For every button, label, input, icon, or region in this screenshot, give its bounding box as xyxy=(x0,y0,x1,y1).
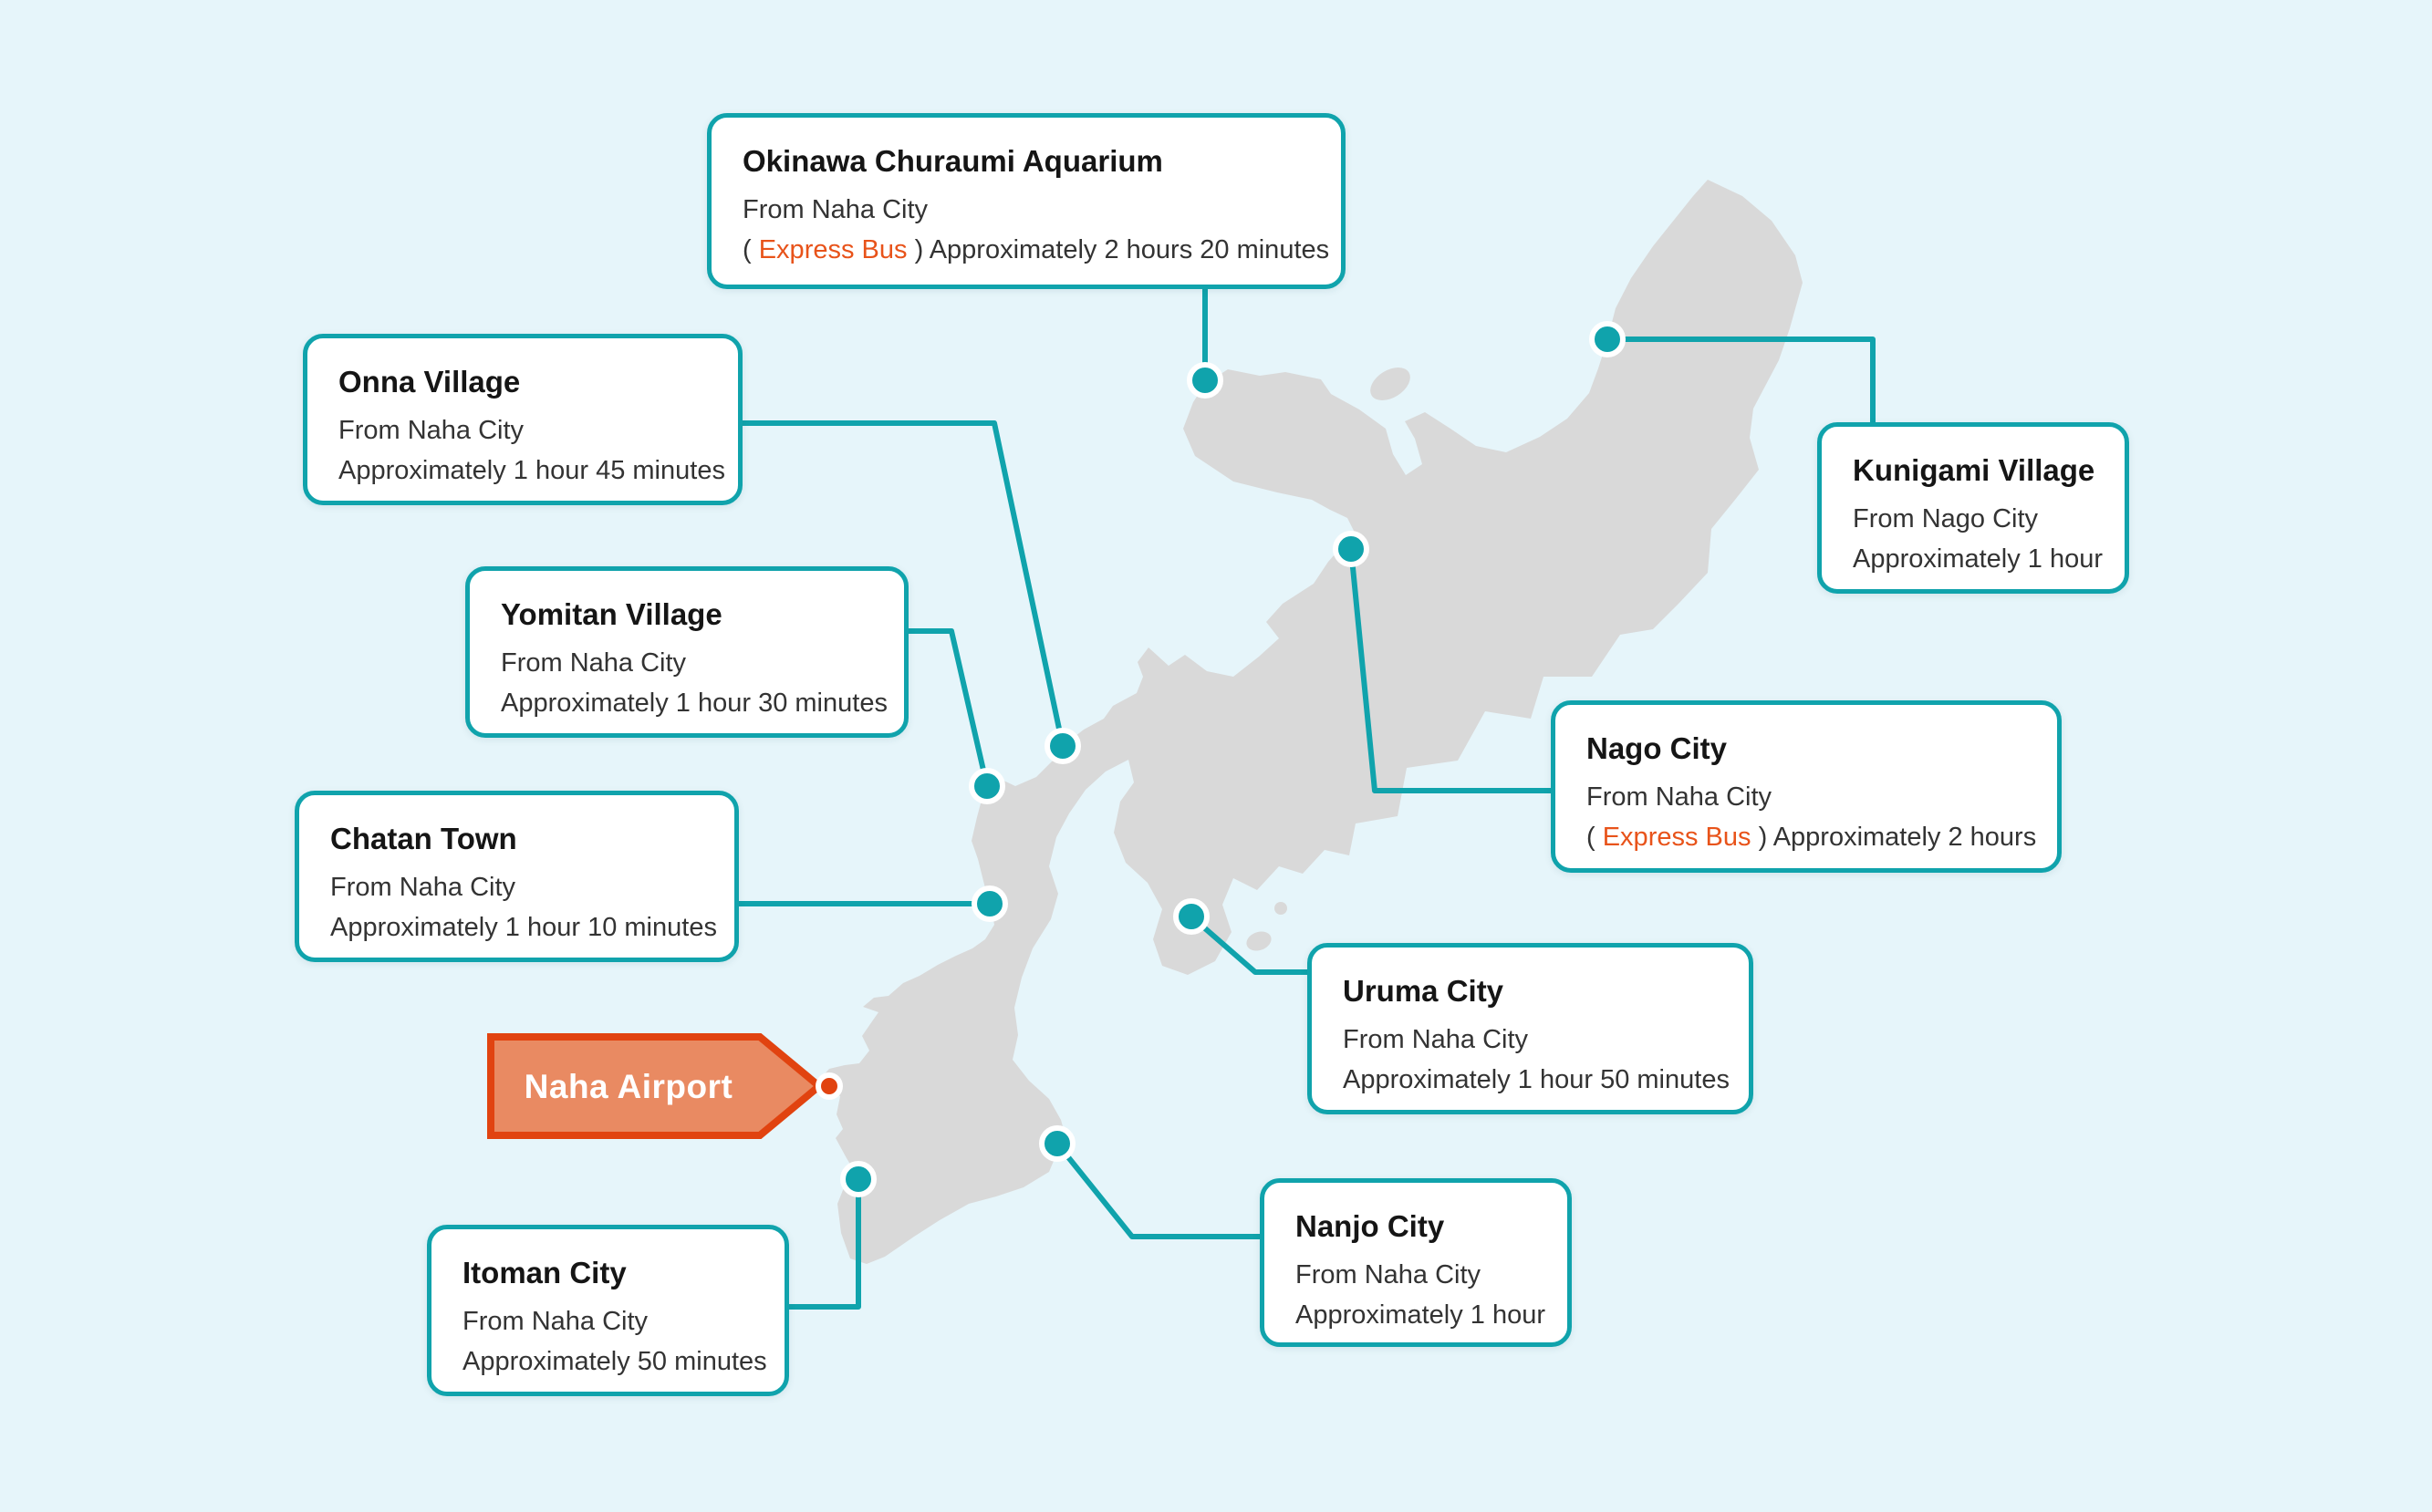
okinawa-island-shape xyxy=(820,180,1803,1264)
callout-from: From Naha City xyxy=(1586,782,1772,812)
small-island-shape-2 xyxy=(1274,902,1287,915)
callout-uruma-city: Uruma City From Naha City Approximately … xyxy=(1307,943,1753,1114)
airport-dot xyxy=(816,1072,843,1100)
callout-from: From Naha City xyxy=(743,195,929,224)
connector-yomitan xyxy=(889,628,990,787)
callout-time: ( Express Bus ) Approximately 2 hours 20… xyxy=(743,235,1330,264)
callout-title: Kunigami Village xyxy=(1853,453,2095,487)
location-dot-itoman xyxy=(840,1161,877,1197)
callout-itoman-city: Itoman City From Naha City Approximately… xyxy=(427,1225,789,1396)
callout-title: Nago City xyxy=(1586,731,1728,765)
callout-nanjo-city: Nanjo City From Naha City Approximately … xyxy=(1260,1178,1572,1347)
callout-time: Approximately 50 minutes xyxy=(462,1347,767,1376)
callout-nago-city: Nago City From Naha City ( Express Bus )… xyxy=(1551,700,2062,873)
location-dot-onna xyxy=(1045,728,1081,764)
location-dot-uruma xyxy=(1173,898,1210,935)
callout-title: Onna Village xyxy=(338,365,521,399)
express-bus-highlight: Express Bus xyxy=(758,235,908,264)
connector-nago xyxy=(1348,548,1564,793)
express-bus-highlight: Express Bus xyxy=(1602,823,1751,852)
callout-from: From Nago City xyxy=(1853,504,2039,533)
naha-airport-label: Naha Airport xyxy=(524,1068,733,1105)
connector-itoman xyxy=(775,1179,861,1310)
callout-title: Itoman City xyxy=(462,1256,627,1289)
callout-yomitan-village: Yomitan Village From Naha City Approxima… xyxy=(465,566,909,738)
callout-title: Yomitan Village xyxy=(501,597,722,631)
connector-nanjo xyxy=(1055,1142,1273,1239)
callout-onna-village: Onna Village From Naha City Approximatel… xyxy=(303,334,743,505)
location-dot-aquarium xyxy=(1187,362,1223,399)
ie-island-shape xyxy=(1370,368,1410,400)
location-dot-nago xyxy=(1333,531,1369,567)
callout-from: From Naha City xyxy=(501,648,687,678)
callout-title: Chatan Town xyxy=(330,822,517,855)
location-dot-nanjo xyxy=(1039,1125,1076,1162)
location-dot-yomitan xyxy=(969,768,1005,804)
callout-kunigami-village: Kunigami Village From Nago City Approxim… xyxy=(1817,422,2129,594)
callout-from: From Naha City xyxy=(1343,1025,1529,1054)
location-dot-chatan xyxy=(972,885,1008,922)
callout-title: Nanjo City xyxy=(1295,1209,1445,1243)
callout-time: Approximately 1 hour xyxy=(1853,544,2104,574)
callout-time: ( Express Bus ) Approximately 2 hours xyxy=(1586,823,2037,852)
callout-title: Okinawa Churaumi Aquarium xyxy=(743,144,1163,178)
callout-time: Approximately 1 hour xyxy=(1295,1300,1546,1330)
callout-time: Approximately 1 hour 10 minutes xyxy=(330,913,717,942)
callout-title: Uruma City xyxy=(1343,974,1504,1008)
callout-chatan-town: Chatan Town From Naha City Approximately… xyxy=(295,791,739,962)
connector-kunigami xyxy=(1607,337,1876,438)
small-island-shape-1 xyxy=(1246,931,1272,951)
connector-onna xyxy=(725,420,1065,747)
callout-time: Approximately 1 hour 50 minutes xyxy=(1343,1065,1730,1094)
callout-from: From Naha City xyxy=(462,1307,649,1336)
callout-churaumi-aquarium: Okinawa Churaumi Aquarium From Naha City… xyxy=(707,113,1346,289)
callout-time: Approximately 1 hour 30 minutes xyxy=(501,689,888,718)
callout-from: From Naha City xyxy=(330,873,516,902)
callout-time: Approximately 1 hour 45 minutes xyxy=(338,456,725,485)
callout-from: From Naha City xyxy=(1295,1260,1481,1289)
location-dot-kunigami xyxy=(1589,321,1626,357)
callout-from: From Naha City xyxy=(338,416,525,445)
connector-uruma xyxy=(1190,914,1323,975)
naha-airport-arrow xyxy=(487,1033,826,1139)
